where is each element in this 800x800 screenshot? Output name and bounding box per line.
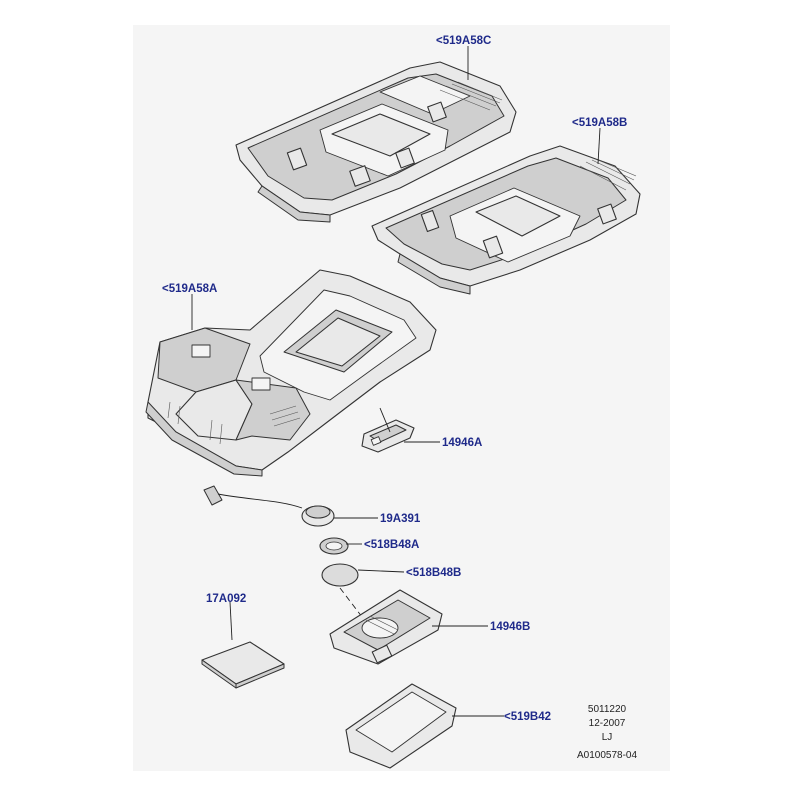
callout-518B48A: <518B48A (364, 539, 419, 551)
part-14946B (329, 589, 443, 665)
callout-519A58A: <519A58A (162, 283, 217, 295)
part-519A58A (145, 269, 437, 477)
callout-14946A: 14946A (442, 437, 482, 449)
callout-14946B: 14946B (490, 621, 530, 633)
part-19A391 (203, 485, 335, 527)
callout-519B42: <519B42 (504, 711, 551, 723)
footer-date: 12-2007 (589, 718, 626, 729)
part-17A092 (201, 641, 285, 689)
leader-lines (191, 46, 601, 717)
part-519A58B (371, 145, 641, 295)
callout-518B48B: <518B48B (406, 567, 461, 579)
callout-519A58C: <519A58C (436, 35, 491, 47)
part-519B42 (345, 683, 457, 769)
footer-ref-number: 5011220 (588, 704, 627, 715)
footer-code: LJ (602, 732, 613, 743)
part-519A58C (235, 61, 517, 223)
footer-drawing-id: A0100578-04 (577, 750, 637, 761)
part-518B48A (319, 537, 349, 555)
part-14946A (361, 419, 415, 453)
callout-17A092: 17A092 (206, 593, 246, 605)
part-518B48B (321, 563, 359, 587)
callout-19A391: 19A391 (380, 513, 421, 525)
callout-519A58B: <519A58B (572, 117, 627, 129)
